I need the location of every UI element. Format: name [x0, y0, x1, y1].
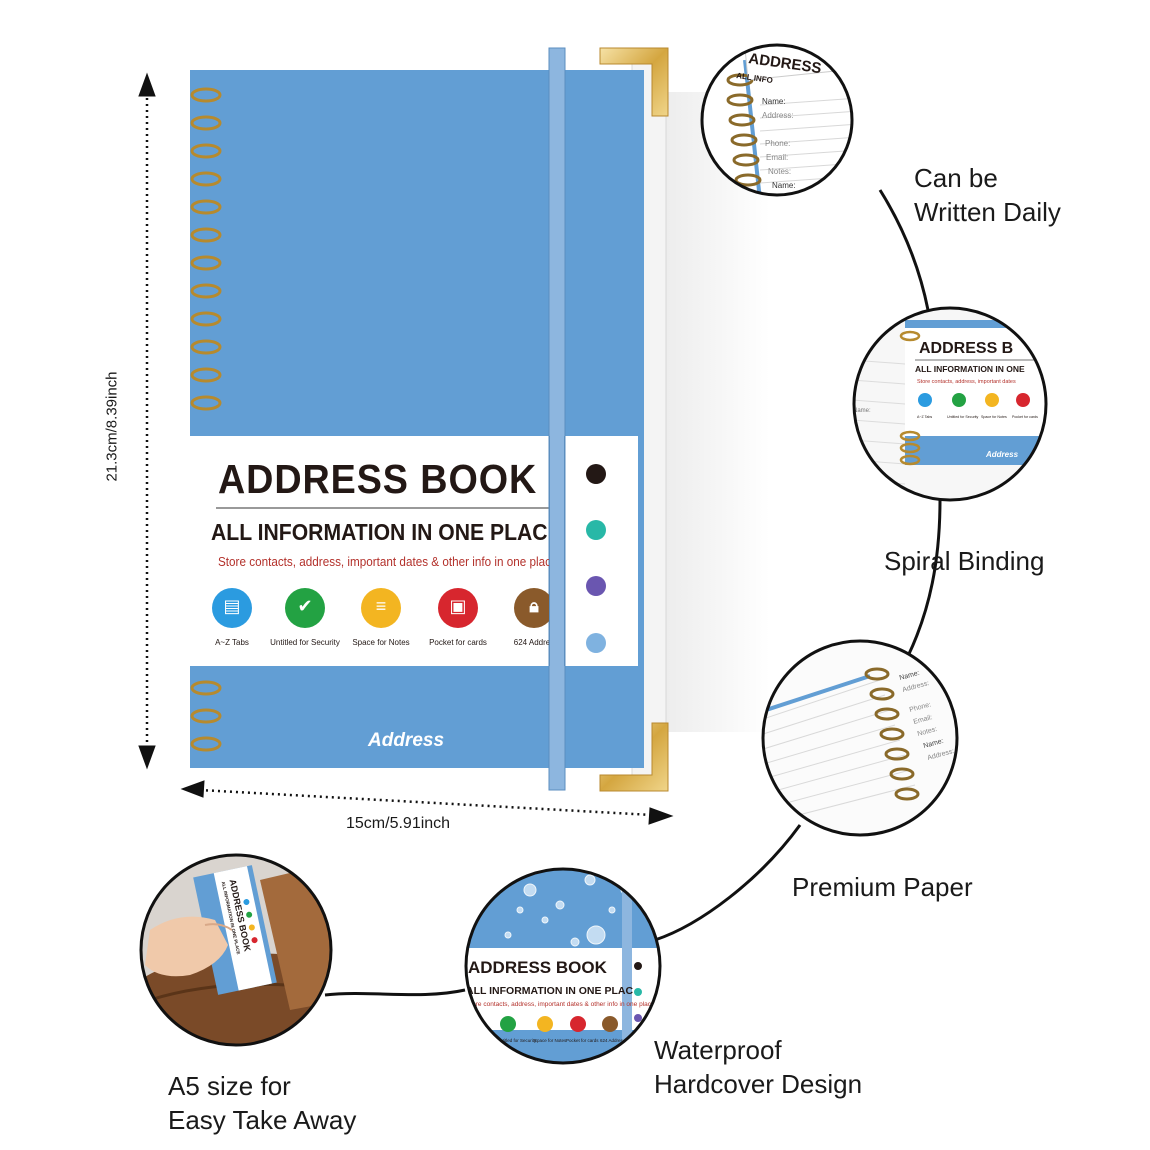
- width-dimension-label: 15cm/5.91inch: [346, 815, 451, 832]
- svg-text:Pocket for cards: Pocket for cards: [566, 1038, 599, 1043]
- feature-security: ✔ Untitled for Security: [265, 588, 345, 647]
- caption-written-daily: Can be Written Daily: [914, 161, 1061, 229]
- shield-check-icon: ✔: [285, 588, 325, 628]
- svg-text:Name:: Name:: [853, 463, 871, 469]
- caption-a5-size: A5 size for Easy Take Away: [168, 1071, 357, 1135]
- banner-subtitle: ALL INFORMATION IN ONE PLAC: [211, 519, 548, 545]
- cover-banner: ADDRESS BOOK ALL INFORMATION IN ONE PLAC…: [166, 436, 638, 666]
- svg-text:Store contacts, address, impor: Store contacts, address, important dates…: [466, 1001, 652, 1008]
- svg-text:A~Z Tabs: A~Z Tabs: [917, 415, 932, 419]
- svg-text:Store contacts, address, impor: Store contacts, address, important dates: [917, 379, 1016, 385]
- pocket-icon: ▣: [438, 588, 478, 628]
- svg-text:624 Addres: 624 Addres: [600, 1038, 624, 1043]
- detail-a5-hand: ADDRESS BOOK ALL INFORMATION IN ONE PLAC…: [141, 855, 331, 1045]
- feature-addresses: 🔒︎ 624 Addres: [494, 588, 574, 647]
- dimension-arrows: [138, 72, 674, 825]
- height-dimension-label: 21.3cm/8.39inch: [103, 371, 121, 482]
- svg-text:ALL INFORMATION IN ONE: ALL INFORMATION IN ONE: [915, 364, 1025, 374]
- elastic-band: [549, 436, 565, 666]
- svg-text:Address:: Address:: [762, 111, 794, 120]
- svg-text:ADDRESS B: ADDRESS B: [919, 340, 1013, 357]
- svg-text:Pocket for cards: Pocket for cards: [1012, 415, 1038, 419]
- svg-text:Name:: Name:: [853, 408, 871, 414]
- svg-text:ADDRESS BOOK: ADDRESS BOOK: [468, 958, 608, 977]
- banner-description: Store contacts, address, important dates…: [218, 554, 551, 569]
- svg-text:Address: Address: [985, 450, 1019, 459]
- svg-text:Space for Notes: Space for Notes: [534, 1038, 567, 1043]
- tabs-icon: ▤: [212, 588, 252, 628]
- connector-lines: [324, 189, 942, 997]
- svg-text:ALL INFORMATION IN ONE PLAC: ALL INFORMATION IN ONE PLAC: [466, 985, 633, 997]
- svg-text:Name:: Name:: [762, 97, 786, 106]
- caption-written-daily-text: Can be Written Daily: [914, 163, 1061, 227]
- caption-waterproof: Waterproof Hardcover Design: [654, 1035, 863, 1099]
- svg-text:Space for Notes: Space for Notes: [981, 415, 1007, 419]
- feature-pocket: ▣ Pocket for cards: [418, 588, 498, 647]
- detail-spiral-binding: ADDRESS B ALL INFORMATION IN ONE Store c…: [853, 308, 1046, 500]
- svg-text:Phone:: Phone:: [765, 139, 790, 148]
- feature-az-tabs: ▤ A~Z Tabs: [192, 588, 272, 647]
- notes-icon: ≡: [361, 588, 401, 628]
- caption-premium-paper: Premium Paper: [792, 872, 973, 902]
- cover-label: Address: [368, 730, 445, 751]
- main-notebook: [166, 47, 770, 792]
- lock-icon: 🔒︎: [514, 588, 554, 628]
- spiral-rings: [190, 87, 222, 752]
- svg-text:Untitled for Security: Untitled for Security: [947, 415, 979, 419]
- detail-waterproof: ADDRESS BOOK ALL INFORMATION IN ONE PLAC…: [466, 869, 660, 1063]
- svg-text:Notes:: Notes:: [768, 167, 791, 176]
- feature-notes: ≡ Space for Notes: [341, 588, 421, 647]
- caption-spiral-binding: Spiral Binding: [884, 546, 1045, 576]
- svg-text:Untitled for Security: Untitled for Security: [497, 1038, 537, 1043]
- svg-text:Name:: Name:: [772, 181, 796, 190]
- svg-text:Email:: Email:: [766, 153, 788, 162]
- svg-text:Email:: Email:: [913, 714, 934, 726]
- banner-title: ADDRESS BOOK: [218, 456, 538, 502]
